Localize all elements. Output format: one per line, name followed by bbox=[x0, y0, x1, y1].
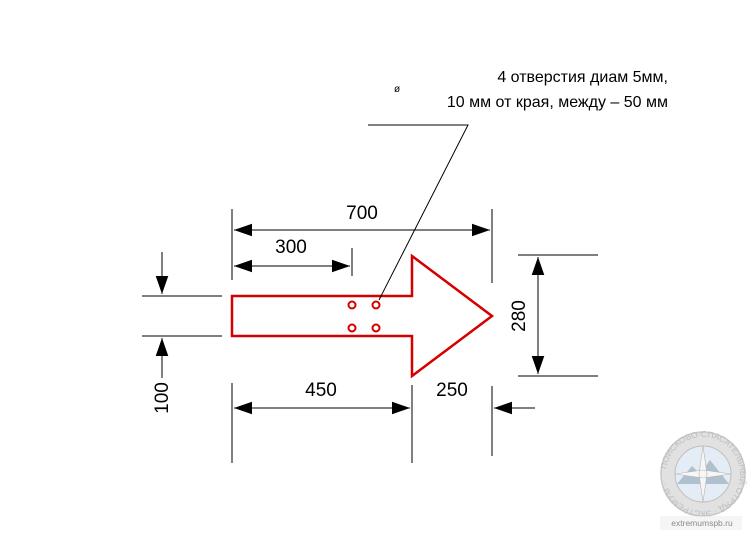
mounting-holes bbox=[347, 300, 381, 333]
note-leader-line bbox=[368, 124, 469, 301]
dim-280-label: 280 bbox=[509, 300, 530, 332]
dim-250-label: 250 bbox=[436, 380, 468, 401]
hole bbox=[371, 323, 381, 333]
watermark-url: extremumspb.ru bbox=[671, 518, 733, 528]
dim-700-label: 700 bbox=[346, 203, 378, 224]
hole bbox=[347, 323, 357, 333]
note-line-1: 4 отверстия диам 5мм, bbox=[497, 69, 668, 86]
hole bbox=[371, 300, 381, 310]
dim-100-label: 100 bbox=[152, 382, 173, 414]
watermark: ПОИСКОВО-СПАСАТЕЛЬНЫЙ ОТРЯД · ЭКСТРЕМУМ … bbox=[658, 429, 748, 519]
diameter-symbol: ø bbox=[394, 84, 400, 95]
watermark-url-bg bbox=[660, 516, 742, 530]
extension-lines bbox=[142, 209, 598, 463]
dim-300-label: 300 bbox=[275, 237, 307, 258]
dim-450-label: 450 bbox=[305, 380, 337, 401]
dimension-lines bbox=[155, 223, 545, 415]
hole bbox=[347, 300, 357, 310]
compass-star-icon bbox=[674, 445, 732, 503]
note-line-2: 10 мм от края, между – 50 мм bbox=[447, 94, 668, 111]
arrow-shape bbox=[230, 253, 495, 379]
